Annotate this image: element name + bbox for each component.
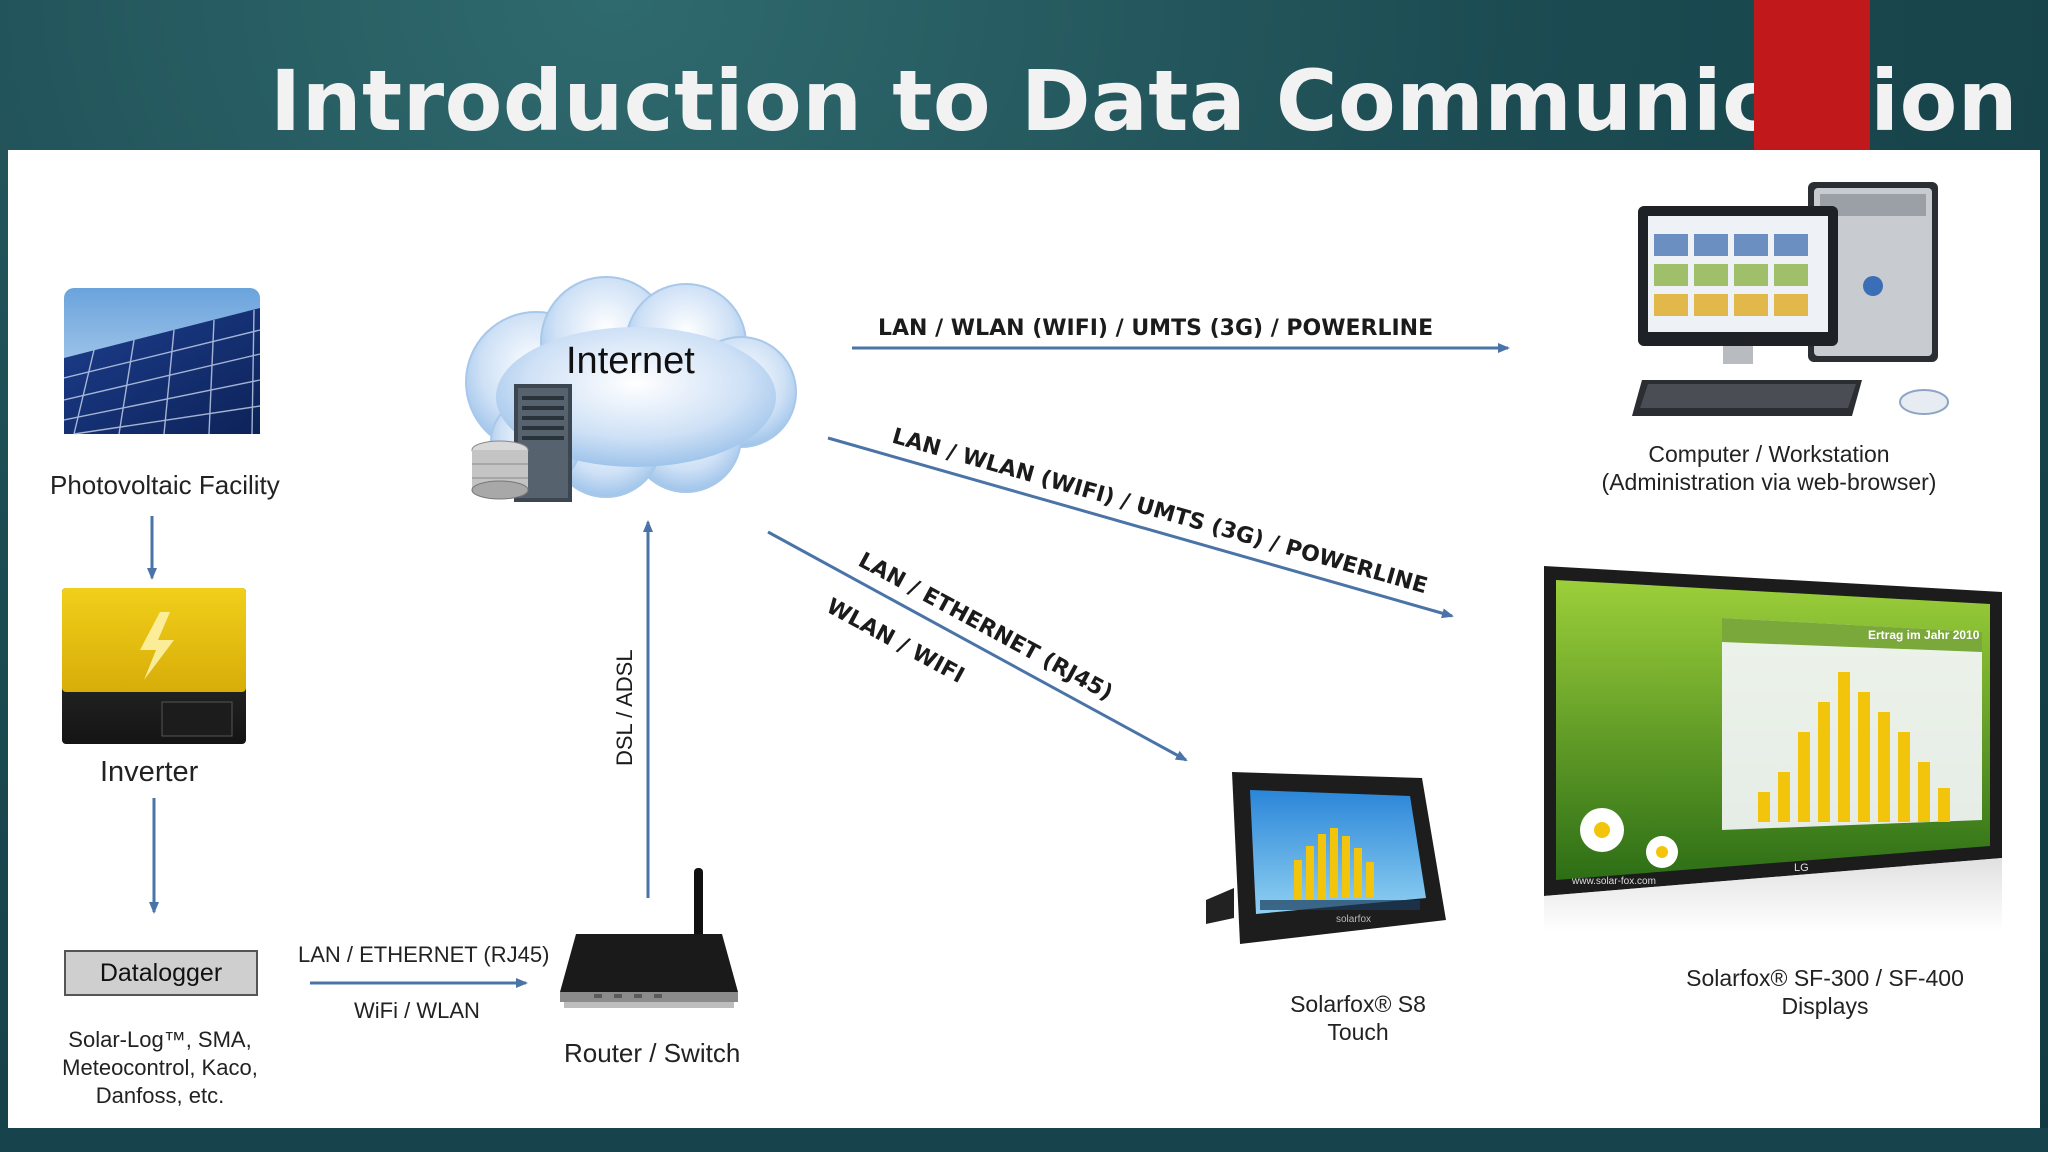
inverter-label: Inverter: [100, 756, 199, 788]
internet-label: Internet: [566, 340, 695, 382]
sf-label-line: Solarfox® SF-300 / SF-400: [1686, 965, 1964, 991]
sf-display-icon: [1544, 566, 2002, 932]
computer-label: Computer / Workstation (Administration v…: [1574, 440, 1964, 496]
computer-label-line: (Administration via web-browser): [1601, 469, 1937, 495]
sf-label: Solarfox® SF-300 / SF-400 Displays: [1660, 964, 1990, 1020]
pv-label: Photovoltaic Facility: [50, 470, 280, 500]
bottom-strip: [0, 1128, 2048, 1152]
router-icon: [560, 868, 738, 1008]
computer-label-line: Computer / Workstation: [1648, 441, 1890, 467]
s8-label: Solarfox® S8 Touch: [1238, 990, 1478, 1046]
sf-chart-title: Ertrag im Jahr 2010: [1868, 628, 1980, 642]
datalogger-brands-line: Solar-Log™, SMA,: [68, 1027, 252, 1052]
accent-tab: [1754, 0, 1870, 150]
datalogger-box: Datalogger: [64, 950, 258, 996]
server-icon: [471, 384, 572, 502]
solar-panel-icon: [64, 288, 261, 435]
conn-label-lan-ethernet: LAN / ETHERNET (RJ45): [298, 942, 550, 967]
conn-label-wifi-wlan: WiFi / WLAN: [354, 998, 480, 1023]
datalogger-brands-line: Meteocontrol, Kaco,: [62, 1055, 258, 1080]
conn-label-dsl-adsl: DSL / ADSL: [612, 649, 637, 766]
datalogger-brands: Solar-Log™, SMA, Meteocontrol, Kaco, Dan…: [44, 1026, 276, 1110]
sf-monitor-brand: LG: [1794, 862, 1809, 874]
conn-label-internet-computer: LAN / WLAN (WIFI) / UMTS (3G) / POWERLIN…: [878, 316, 1434, 341]
s8-label-line: Solarfox® S8: [1290, 991, 1426, 1017]
router-label: Router / Switch: [564, 1038, 741, 1068]
sf-label-line: Displays: [1781, 993, 1869, 1019]
s8-brand: solarfox: [1336, 914, 1372, 925]
s8-touch-icon: [1206, 772, 1446, 944]
inverter-icon: [62, 588, 246, 744]
s8-label-line: Touch: [1327, 1019, 1389, 1045]
datalogger-brands-line: Danfoss, etc.: [95, 1083, 225, 1108]
arrow-internet-s8: [767, 530, 1188, 762]
computer-icon: [1632, 182, 1949, 416]
slide-title: Introduction to Data Communication: [270, 52, 2019, 150]
arrow-internet-sf: [827, 436, 1454, 619]
sf-website: www.solar-fox.com: [1572, 876, 1656, 887]
